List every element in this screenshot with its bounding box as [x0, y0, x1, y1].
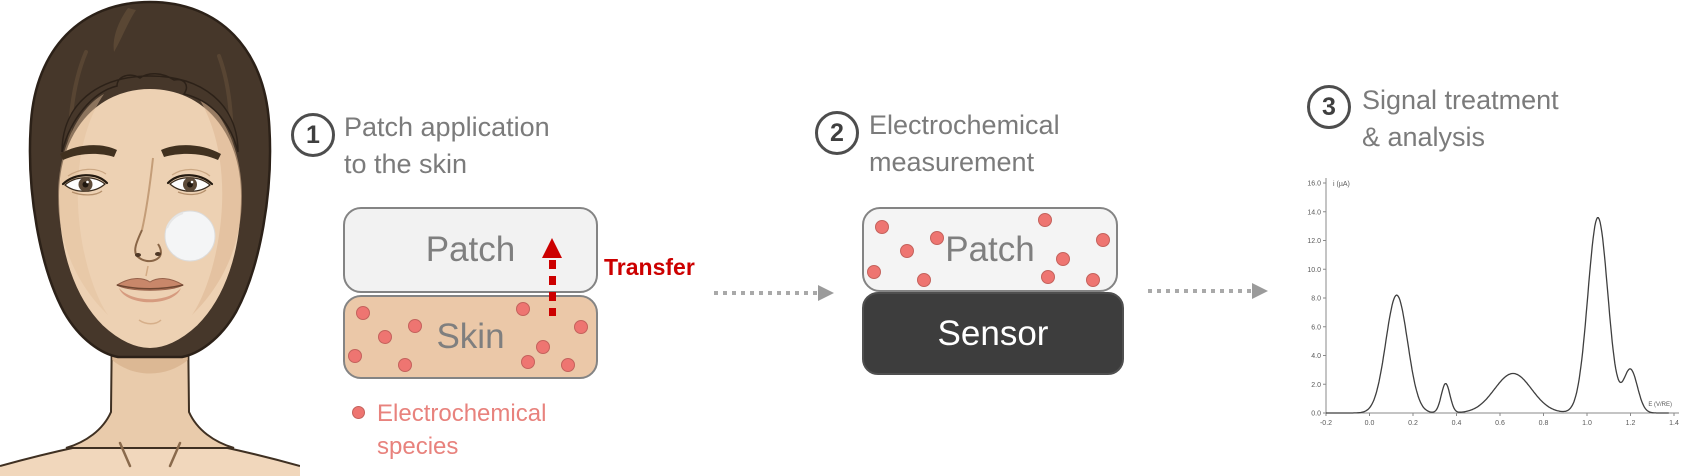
left-eyebrow: [60, 145, 117, 160]
voltammogram-chart: 0.0 2.0 4.0 6.0 8.0 10.0 12.0 14.0 16.0 -0.2 0.0 0.…: [1307, 178, 1679, 427]
species-dot-icon: [1038, 213, 1053, 228]
step-1-number: 1: [306, 120, 320, 149]
chart-tick-label: 16.0: [1307, 181, 1321, 188]
step-1-badge: 1: [291, 113, 335, 157]
chart-tick-label: 0.8: [1539, 420, 1549, 427]
species-dot-icon: [398, 358, 413, 372]
species-dot-icon: [874, 219, 889, 234]
chart-tick-label: -0.2: [1320, 420, 1332, 427]
sensor-box-label: Sensor: [937, 313, 1049, 353]
step-3-title-line2: & analysis: [1362, 122, 1486, 152]
transfer-arrow-icon: [542, 238, 562, 316]
chart-tick-label: 12.0: [1307, 238, 1321, 245]
chart-tick-label: 1.0: [1582, 420, 1592, 427]
skin-box-label: Skin: [436, 317, 505, 356]
transfer-label: Transfer: [604, 254, 695, 280]
chart-tick-label: 6.0: [1311, 324, 1321, 331]
chart-tick-label: 0.2: [1408, 420, 1418, 427]
species-legend: Electrochemical species: [352, 397, 546, 463]
lips: [116, 265, 184, 325]
step-3-title: Signal treatment & analysis: [1362, 82, 1559, 156]
species-dot-icon: [1040, 270, 1055, 285]
hair-tuft: [113, 8, 136, 52]
step-2-title-line2: measurement: [869, 147, 1035, 177]
step-2-title-line1: Electrochemical: [869, 110, 1060, 140]
species-dot-icon: [378, 330, 393, 344]
species-dot-icon: [348, 349, 363, 364]
step-3-badge: 3: [1307, 85, 1351, 129]
species-dot-icon: [1086, 273, 1101, 288]
flow-arrow-2-icon: [1148, 283, 1268, 299]
hair-front: [61, 73, 239, 153]
species-dot-icon: [930, 231, 945, 246]
skin-box: Skin: [343, 295, 598, 379]
step-2-number: 2: [830, 118, 844, 147]
chart-tick-label: 0.4: [1452, 420, 1462, 427]
chart-ylabel: i (µA): [1333, 181, 1350, 188]
right-eyebrow: [161, 145, 221, 160]
shoulders: [0, 437, 300, 476]
nose: [134, 157, 162, 263]
flow-arrow-1-icon: [714, 285, 834, 301]
sensor-box: Sensor: [862, 292, 1124, 375]
species-dot-icon: [1096, 232, 1111, 247]
chart-tick-label: 2.0: [1311, 382, 1321, 389]
species-dot-icon: [536, 339, 551, 354]
face-illustration: [0, 0, 300, 476]
chart-tick-label: 1.2: [1626, 420, 1636, 427]
step-3-number: 3: [1322, 92, 1336, 121]
chart-tick-label: 10.0: [1307, 267, 1321, 274]
neck: [65, 319, 235, 449]
species-legend-text1: Electrochemical: [377, 400, 547, 427]
species-dot-icon: [355, 306, 370, 320]
chart-xlabel: E (V/RE): [1648, 402, 1672, 408]
chart-tick-label: 0.0: [1365, 420, 1375, 427]
species-legend-line2: species: [377, 433, 459, 460]
face-shade-right: [192, 94, 242, 315]
right-eye: [166, 168, 214, 196]
species-dot-icon: [867, 265, 882, 280]
chart-tick-label: 0.0: [1311, 411, 1321, 418]
species-dot-icon: [352, 406, 365, 419]
step-1-title-line2: to the skin: [344, 149, 468, 179]
species-dot-icon: [521, 354, 536, 369]
species-dot-icon: [899, 244, 914, 259]
step-1-title-line1: Patch application: [344, 112, 550, 142]
transfer-arrow-dashes: [548, 260, 556, 316]
species-dot-icon: [573, 319, 588, 334]
patch-box-label: Patch: [425, 230, 516, 269]
species-dot-icon: [516, 302, 531, 316]
step-3-title-line1: Signal treatment: [1362, 85, 1559, 115]
left-eye: [61, 168, 109, 196]
chart-tick-label: 1.4: [1669, 420, 1679, 427]
patch-box-step2-label: Patch: [945, 229, 1035, 269]
voltammogram-curve: [1326, 217, 1669, 414]
step-1-title: Patch application to the skin: [344, 109, 550, 183]
step-2-title: Electrochemical measurement: [869, 107, 1060, 181]
chart-tick-label: 14.0: [1307, 209, 1321, 216]
patch-box-step1: Patch: [343, 207, 598, 293]
patch-box-step2: Patch: [862, 207, 1118, 292]
transfer-arrowhead: [542, 238, 562, 258]
chart-tick-label: 8.0: [1311, 296, 1321, 303]
species-dot-icon: [408, 318, 423, 333]
species-dot-icon: [561, 358, 576, 372]
species-dot-icon: [917, 273, 932, 288]
chart-tick-label: 0.6: [1495, 420, 1505, 427]
species-dot-icon: [1056, 252, 1071, 267]
chart-tick-label: 4.0: [1311, 353, 1321, 360]
clavicle-lines: [118, 441, 182, 468]
step-2-badge: 2: [815, 111, 859, 155]
species-legend-line1: Electrochemical: [352, 397, 546, 430]
cheek-patch: [164, 210, 216, 262]
